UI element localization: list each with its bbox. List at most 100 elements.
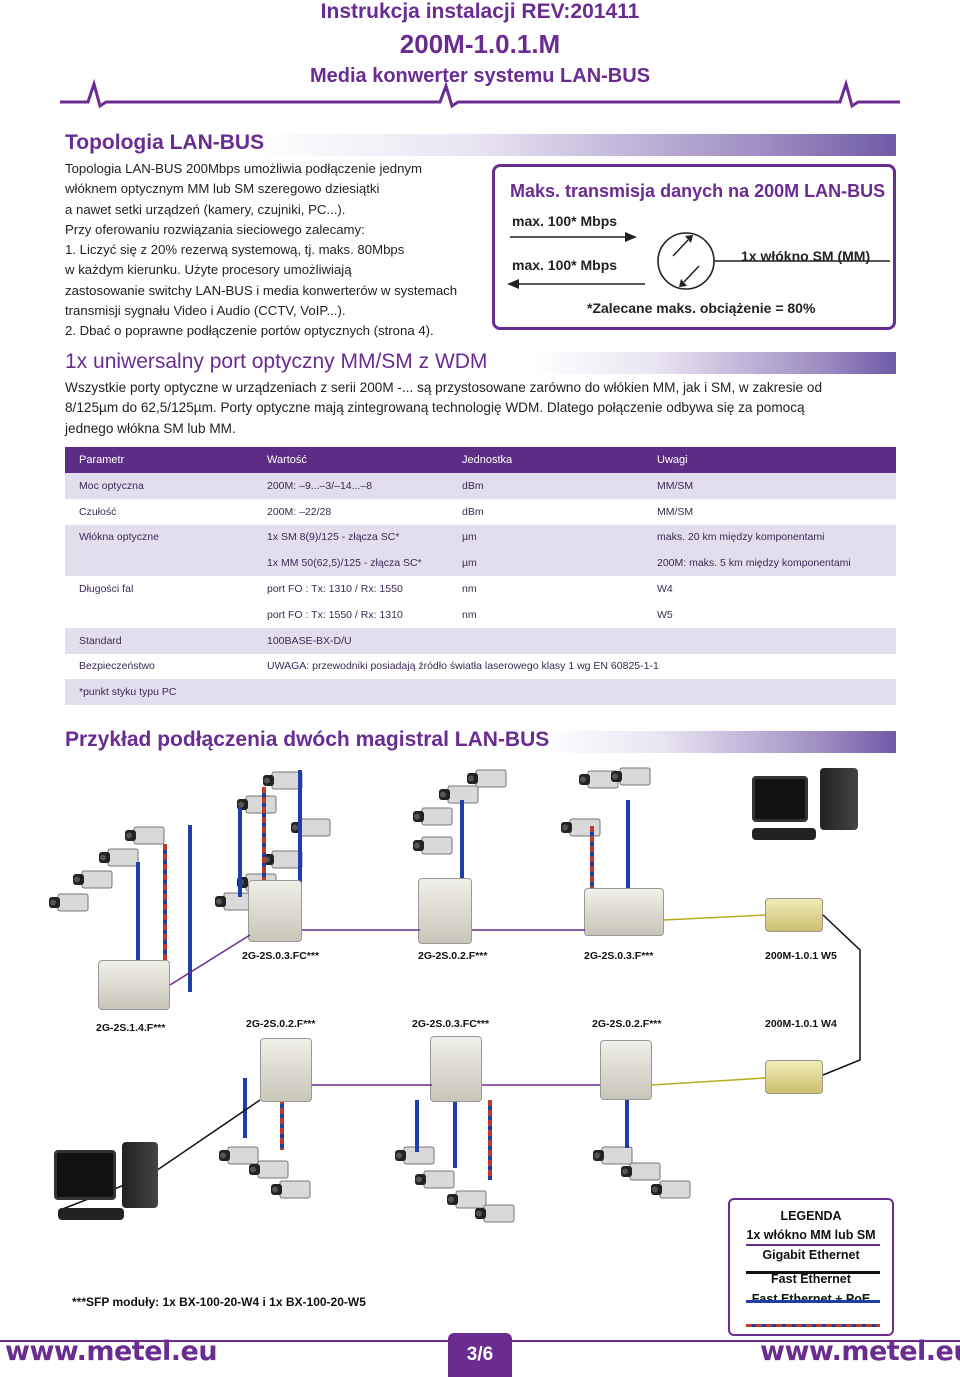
table-cell: nm [448, 576, 643, 602]
header-cell: Parametr [65, 447, 253, 473]
diagram-title: Maks. transmisja danych na 200M LAN-BUS [510, 181, 886, 201]
header-subtitle: Media konwerter systemu LAN-BUS [309, 65, 651, 87]
diagram-note: *Zalecane maks. obciążenie = 80% [587, 300, 816, 316]
topology-text: Topologia LAN-BUS 200Mbps umożliwia podł… [65, 159, 495, 342]
upstream-label: max. 100* Mbps [512, 213, 618, 229]
legend: LEGENDA 1x włókno MM lub SM Gigabit Ethe… [728, 1198, 894, 1336]
table-cell: Włókna optyczne [65, 524, 253, 551]
device-label: 2G-2S.0.2.F*** [418, 950, 488, 962]
topology-line: w każdym kierunku. Użyte procesory umożl… [65, 262, 352, 278]
camera-icon [236, 795, 278, 814]
table-row: *punkt styku typu PC [65, 679, 896, 706]
downstream-label: max. 100* Mbps [512, 257, 618, 273]
header-title: Instrukcja instalacji REV:201411 [320, 0, 640, 23]
fast-ethernet-cable [415, 1100, 419, 1152]
port-line: Wszystkie porty optyczne w urządzeniach … [65, 380, 823, 395]
camera-icon [394, 1146, 436, 1165]
footer-logo-left[interactable]: www.metel.eu [5, 1336, 218, 1367]
page-number: 3/6 [448, 1333, 512, 1377]
device-label: 2G-2S.0.2.F*** [592, 1018, 662, 1030]
pc-tower-icon [122, 1142, 158, 1208]
media-converter-device [765, 898, 823, 932]
table-cell [643, 627, 896, 654]
header-cell: Wartość [253, 447, 448, 473]
topology-line: zastosowanie switchy LAN-BUS i media kon… [65, 282, 458, 298]
table-cell: 200M: maks. 5 km między komponentami [643, 550, 896, 577]
legend-title: LEGENDA [780, 1209, 842, 1223]
table-cell: Standard [65, 627, 253, 654]
topology-line: 1. Liczyć się z 20% rezerwą systemową, t… [65, 242, 405, 258]
table-cell: 100BASE-BX-D/U [253, 627, 448, 654]
switch-device [98, 960, 170, 1010]
topology-line: 2. Dbać o poprawne podłączenie portów op… [65, 323, 434, 339]
fast-ethernet-cable [298, 770, 302, 897]
legend-line-fiber [746, 1244, 880, 1246]
camera-icon [592, 1146, 634, 1165]
diagram-arrows [507, 232, 890, 290]
header-cell: Uwagi [643, 447, 896, 473]
table-cell: maks. 20 km między komponentami [643, 524, 896, 551]
table-cell: nm [448, 601, 643, 628]
fast-ethernet-cable [453, 1100, 457, 1168]
section-bar [540, 731, 896, 753]
port-text: Wszystkie porty optyczne w urządzeniach … [65, 378, 895, 439]
fast-ethernet-cable [626, 800, 630, 895]
legend-line-gigabit [746, 1271, 880, 1274]
example-title: Przykład podłączenia dwóch magistral LAN… [65, 728, 550, 751]
spec-table: Parametr Wartość Jednostka Uwagi Moc opt… [65, 447, 896, 706]
switch-device [584, 888, 664, 936]
legend-line-poe [746, 1324, 880, 1327]
table-cell: MM/SM [643, 473, 896, 499]
table-cell: *punkt styku typu PC [65, 679, 896, 706]
legend-item-poe: Fast Ethernet + PoE [751, 1292, 871, 1306]
table-cell: 1x SM 8(9)/125 - złącza SC* [253, 524, 448, 551]
table-cell: 1x MM 50(62,5)/125 - złącza SC* [253, 550, 448, 577]
camera-icon [48, 893, 90, 912]
device-label: 200M-1.0.1 W4 [765, 1018, 837, 1030]
camera-icon [248, 1160, 290, 1179]
camera-icon [412, 807, 454, 826]
table-cell: 200M: –22/28 [253, 498, 448, 525]
port-line: jednego włókna SM lub MM. [65, 420, 236, 436]
fiber-label: 1x włókno SM (MM) [741, 248, 871, 264]
table-cell: 200M: –9...–3/–14...–8 [253, 473, 448, 499]
port-line: 8/125µm do 62,5/125µm. Porty optyczne ma… [65, 400, 805, 416]
camera-icon [466, 769, 508, 788]
table-cell [448, 627, 643, 654]
fast-ethernet-cable [460, 800, 464, 895]
fast-ethernet-cable [188, 825, 192, 992]
camera-icon [560, 818, 602, 837]
table-cell: port FO : Tx: 1550 / Rx: 1310 [253, 601, 448, 628]
legend-item-fast: Fast Ethernet [771, 1272, 851, 1286]
switch-device [430, 1036, 482, 1102]
table-cell: Moc optyczna [65, 473, 253, 499]
table-cell [65, 550, 253, 577]
table-cell: UWAGA: przewodniki posiadają źródło świa… [253, 653, 896, 680]
table-cell: Czułość [65, 498, 253, 525]
camera-icon [474, 1204, 516, 1223]
header-cell: Jednostka [448, 447, 643, 473]
poe-cable [590, 826, 594, 896]
topology-line: a nawet setki urządzeń (kamery, czujniki… [65, 201, 346, 217]
table-cell: W4 [643, 576, 896, 602]
camera-icon [124, 826, 166, 845]
monitor-icon [752, 776, 808, 822]
topology-line: Topologia LAN-BUS 200Mbps umożliwia podł… [65, 161, 422, 176]
camera-icon [610, 767, 652, 786]
camera-icon [270, 1180, 312, 1199]
table-cell: port FO : Tx: 1310 / Rx: 1550 [253, 576, 448, 602]
transmission-diagram: Maks. transmisja danych na 200M LAN-BUS … [492, 164, 896, 330]
topology-title: Topologia LAN-BUS [65, 131, 265, 154]
device-label: 2G-2S.0.2.F*** [246, 1018, 316, 1030]
footer-logo-right[interactable]: www.metel.eu [760, 1336, 960, 1367]
header-signal-line [60, 78, 900, 109]
camera-icon [98, 848, 140, 867]
table-cell: Długości fal [65, 576, 253, 602]
camera-icon [262, 771, 304, 790]
